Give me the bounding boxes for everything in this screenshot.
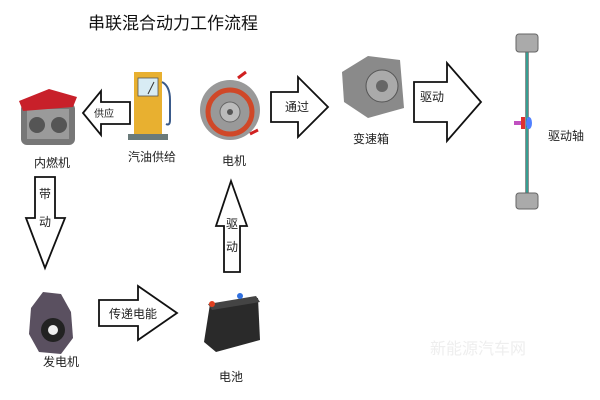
fuel-pump-icon (128, 72, 171, 140)
drive-up-label-2: 动 (226, 240, 239, 254)
belt-drive-arrow (24, 176, 67, 271)
generator-icon (29, 292, 73, 354)
drive-up-arrow (214, 178, 249, 273)
through-label: 通过 (285, 100, 310, 114)
gearbox-icon (342, 56, 404, 118)
engine-icon (19, 89, 77, 145)
drive-arrow-right (413, 60, 483, 144)
motor-icon (200, 70, 260, 140)
supply-label: 供应 (94, 109, 114, 120)
fuel-label: 汽油供给 (128, 150, 177, 164)
generator-label: 发电机 (43, 355, 80, 369)
motor-label: 电机 (222, 154, 247, 168)
transfer-label: 传递电能 (109, 307, 158, 321)
gearbox-label: 变速箱 (353, 132, 390, 146)
battery-label: 电池 (219, 370, 244, 384)
belt-label-2: 动 (39, 215, 52, 229)
belt-label-1: 带 (39, 187, 52, 201)
drive-right-label: 驱动 (420, 90, 445, 104)
supply-arrow (81, 88, 131, 138)
diagram-title: 串联混合动力工作流程 (88, 14, 258, 34)
transfer-energy-arrow (98, 284, 179, 342)
axle-label: 驱动轴 (548, 129, 585, 143)
drive-up-label-1: 驱 (226, 217, 239, 231)
engine-label: 内燃机 (34, 156, 71, 170)
watermark: 新能源汽车网 (430, 339, 527, 358)
drive-axle-icon (514, 33, 539, 210)
battery-icon (204, 293, 260, 352)
through-arrow (270, 74, 330, 140)
